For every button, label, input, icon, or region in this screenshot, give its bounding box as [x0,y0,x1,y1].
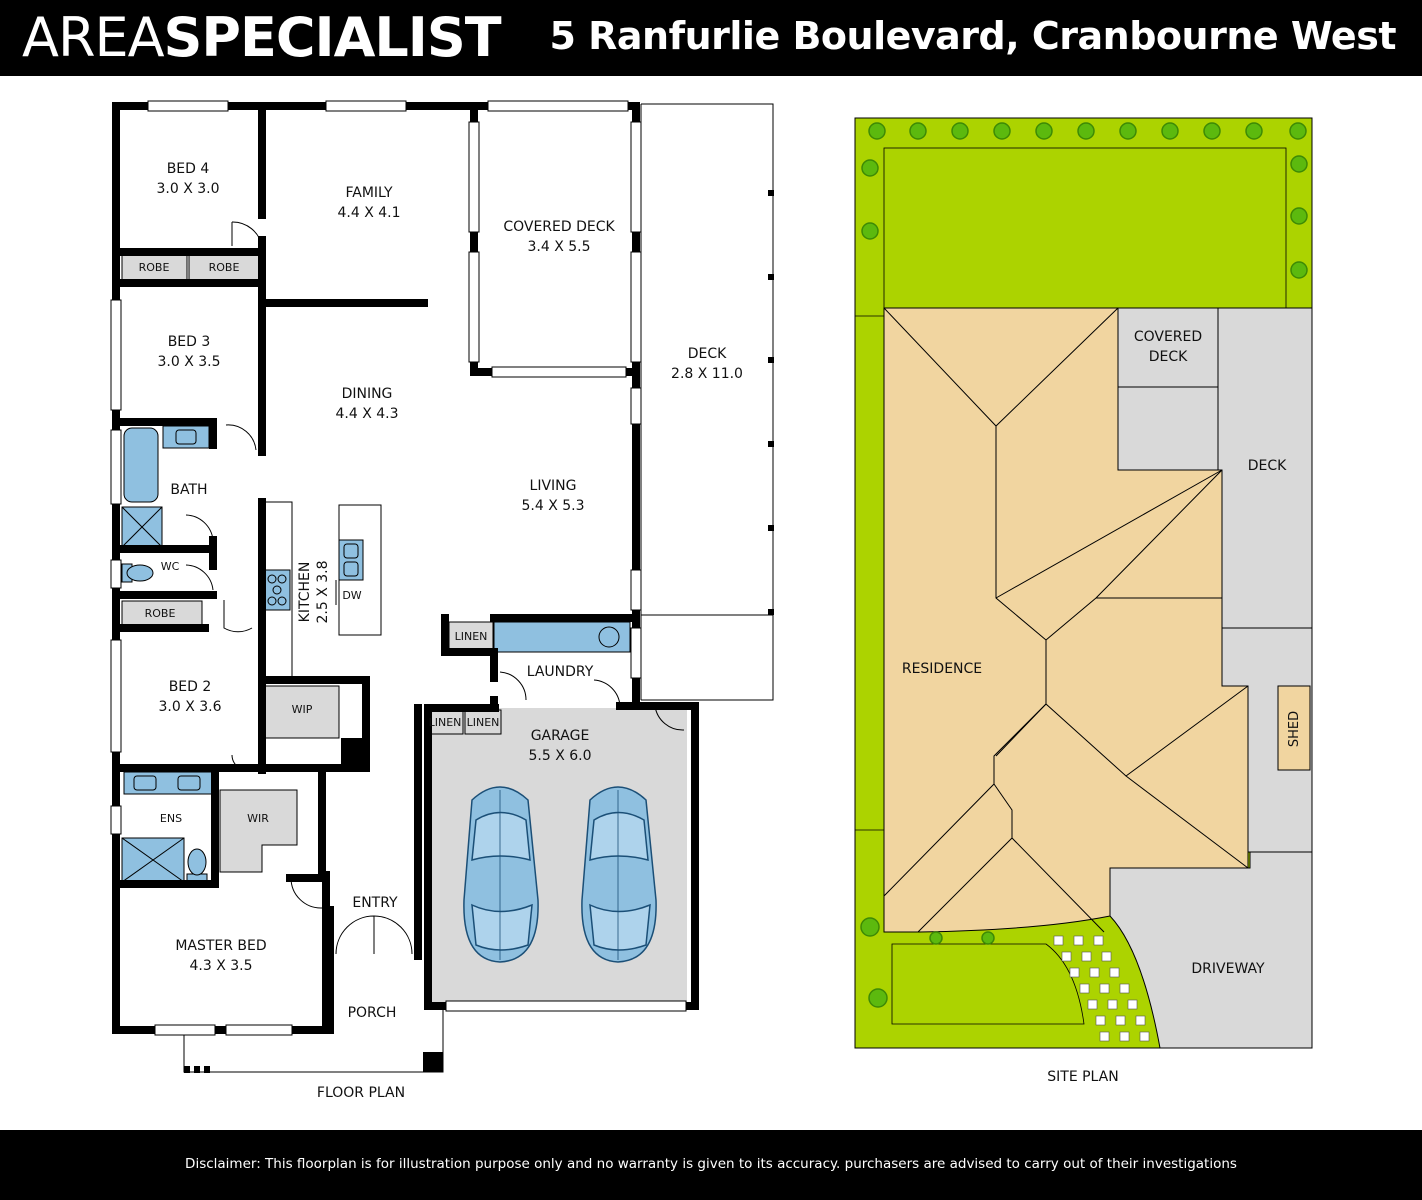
porch-name: PORCH [348,1005,397,1021]
bath-name: BATH [170,482,207,498]
cooktop-burners [267,574,287,606]
stepping-stones [1053,935,1150,1042]
master-name: MASTER BED [175,938,266,954]
wip-name: WIP [292,703,313,716]
site-deck: DECK [1248,458,1287,474]
site-covered-1: COVERED [1134,329,1202,345]
linen-label-2: LINEN [429,716,462,729]
floor-plan: BED 4 3.0 X 3.0 FAMILY 4.4 X 4.1 COVERED… [110,100,774,1101]
robe-bed4-b [188,253,260,281]
robe-label-2: ROBE [209,261,240,274]
car-left [463,786,539,963]
deck-posts [768,190,774,615]
covered-deck-name: COVERED DECK [503,219,615,235]
ens-name: ENS [160,812,182,825]
brand-bold: SPECIALIST [163,6,502,69]
car-right [581,786,657,963]
room-labels: BED 4 3.0 X 3.0 FAMILY 4.4 X 4.1 COVERED… [156,161,742,1101]
dw-name: DW [342,589,361,602]
footer-bar: Disclaimer: This floorplan is for illust… [0,1130,1422,1200]
family-name: FAMILY [345,185,392,201]
site-covered-2: DECK [1149,349,1188,365]
dining-name: DINING [342,386,393,402]
dining-size: 4.4 X 4.3 [335,406,398,422]
site-driveway: DRIVEWAY [1191,961,1265,977]
master-size: 4.3 X 3.5 [189,958,252,974]
residence-roof [883,307,1249,933]
site-plan-caption: SITE PLAN [1047,1069,1118,1085]
bed3-name: BED 3 [168,334,211,350]
garage-name: GARAGE [531,728,590,744]
wc-name: WC [161,560,180,573]
trees [860,122,1308,1008]
linen-label-1: LINEN [455,630,488,643]
shed [1277,685,1311,771]
bed4-size: 3.0 X 3.0 [156,181,219,197]
covered-deck-size: 3.4 X 5.5 [527,239,590,255]
brand-logo: AREASPECIALIST [22,4,502,72]
brand-light: AREA [22,6,165,69]
doors [185,221,685,955]
wip-block [341,738,365,768]
front-garden-bed [891,943,1085,1025]
deck-outline [640,103,774,701]
windows [110,100,687,1036]
small-labels: WC WIP ENS WIR DW ROBE ROBE ROBE LINEN L… [139,261,500,825]
laundry-name: LAUNDRY [527,664,594,680]
site-residence: RESIDENCE [902,661,982,677]
entry-name: ENTRY [352,895,398,911]
cooktop [263,569,291,611]
fixtures [121,425,631,885]
floor-plan-caption: FLOOR PLAN [317,1085,405,1101]
bath-tub [123,427,159,503]
storage-units [121,253,502,873]
header-bar: AREASPECIALIST 5 Ranfurlie Boulevard, Cr… [0,0,1422,76]
garage-size: 5.5 X 6.0 [528,748,591,764]
roof-ridges [883,307,1249,933]
property-address: 5 Ranfurlie Boulevard, Cranbourne West [549,14,1396,58]
site-plan: COVERED DECK DECK RESIDENCE DRIVEWAY SIT… [854,117,1313,1085]
kitchen-size: 2.5 X 3.8 [315,560,331,623]
linen-garage-b [464,709,502,735]
living-size: 5.4 X 5.3 [521,498,584,514]
linen-label-3: LINEN [467,716,500,729]
robe-label-1: ROBE [139,261,170,274]
wir-name: WIR [247,812,269,825]
disclaimer-text: Disclaimer: This floorplan is for illust… [185,1156,1237,1172]
kitchen-name: KITCHEN [297,562,313,623]
porch-posts [184,1052,443,1073]
kitchen-label: KITCHEN 2.5 X 3.8 [297,560,331,623]
deck-size: 2.8 X 11.0 [671,366,743,382]
wir [219,789,298,873]
robe-label-3: ROBE [145,607,176,620]
family-size: 4.4 X 4.1 [337,205,400,221]
robe-bed2 [121,600,203,626]
bed2-name: BED 2 [169,679,212,695]
deck-name: DECK [688,346,727,362]
wip [263,685,340,739]
bed2-size: 3.0 X 3.6 [158,699,221,715]
site-labels: COVERED DECK DECK RESIDENCE DRIVEWAY SIT… [902,329,1287,1085]
bed4-name: BED 4 [167,161,210,177]
living-name: LIVING [530,478,577,494]
bed3-size: 3.0 X 3.5 [157,354,220,370]
porch-outline [183,1010,444,1073]
site-shed: SHED [1287,711,1302,747]
